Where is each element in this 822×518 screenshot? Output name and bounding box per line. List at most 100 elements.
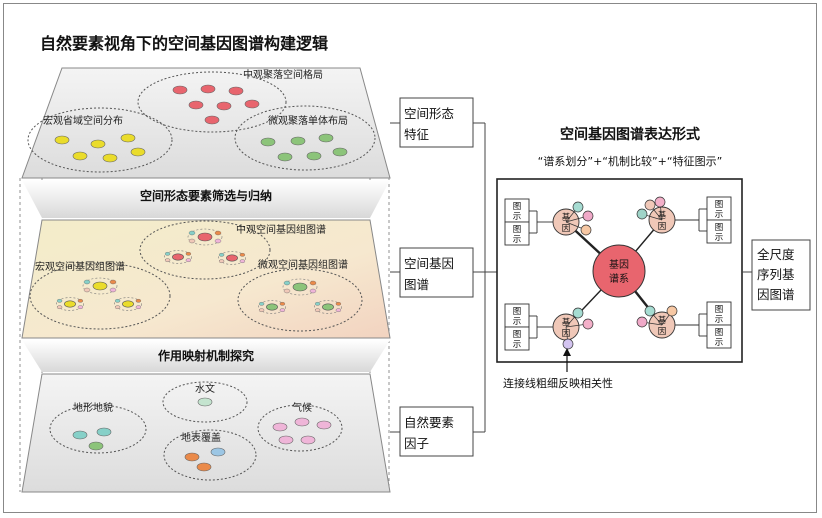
side-box-genome-line2: 图谱: [404, 277, 429, 292]
tushi-label-line2: 示: [513, 317, 522, 327]
cluster-ring: [187, 228, 223, 246]
dot-yellow: [102, 153, 118, 163]
side-box-natural-factors-line2: 因子: [404, 436, 429, 451]
center-node-label-line1: 基因: [609, 258, 629, 271]
cluster-satellite: [165, 258, 171, 263]
dot-green: [260, 137, 276, 147]
right-title: 空间基因图谱表达形式: [560, 126, 700, 143]
tushi-label-line2: 示: [715, 315, 724, 325]
group-macro-genome: [29, 262, 171, 330]
cluster-ring: [82, 277, 118, 295]
dot-landcover: [184, 452, 200, 462]
cluster-satellite: [309, 288, 317, 294]
cluster-core: [292, 282, 308, 292]
cluster-ring: [114, 297, 142, 311]
satellite-node: [636, 316, 648, 328]
satellite-node: [654, 196, 666, 208]
group-climate: [257, 404, 343, 452]
cluster-satellite: [259, 301, 265, 306]
cluster-satellite: [109, 279, 117, 285]
main-title: 自然要素视角下的空间基因图谱构建逻辑: [40, 34, 328, 53]
gene-node-label-line1: 基: [658, 210, 667, 221]
tushi-box: [504, 221, 530, 246]
label-hydrology: 水文: [195, 382, 215, 395]
side-box-full-scale: [751, 239, 811, 311]
cluster-satellite: [114, 298, 121, 303]
cluster-satellite: [315, 308, 321, 313]
tushi-label-line2: 示: [715, 338, 724, 348]
group-meso-genome: [139, 220, 271, 280]
gene-node-label-line1: 基: [562, 317, 571, 328]
cluster-satellite: [279, 301, 286, 306]
dot-climate: [316, 420, 332, 430]
label-macro-distribution: 宏观省域空间分布: [43, 114, 123, 127]
tushi-label-line1: 图: [715, 328, 724, 338]
side-box-natural-factors-line1: 自然要素: [404, 415, 454, 430]
side-box-natural-factors: [399, 406, 474, 457]
gene-node-label-line2: 因: [658, 222, 667, 232]
tushi-box: [504, 326, 530, 351]
dot-green: [277, 152, 293, 162]
cluster-core: [226, 254, 238, 262]
cluster-satellite: [56, 298, 63, 303]
center-node-label-line2: 谱系: [609, 272, 629, 285]
cluster-satellite: [315, 301, 321, 306]
tushi-label-line1: 图: [715, 200, 724, 210]
tushi-label-line2: 示: [513, 340, 522, 350]
dot-red: [200, 84, 216, 94]
side-box-full-scale-line1: 全尺度: [757, 247, 795, 262]
dot-yellow: [54, 135, 70, 145]
group-landcover: [163, 429, 257, 481]
satellite-node: [582, 318, 594, 330]
satellite-node: [580, 224, 592, 236]
cluster-satellite: [279, 308, 286, 313]
dot-climate: [278, 435, 294, 445]
side-box-full-scale-line2: 序列基: [757, 267, 795, 282]
dot-green: [306, 151, 322, 161]
cluster-satellite: [283, 280, 291, 286]
cluster-satellite: [335, 301, 342, 306]
satellite-node: [644, 199, 656, 211]
label-micro-layout: 微观聚落单体布局: [268, 114, 348, 127]
dot-terrain: [96, 427, 112, 437]
satellite-node: [562, 338, 574, 350]
tushi-label-line2: 示: [513, 212, 522, 222]
gene-node-label-line2: 因: [658, 327, 667, 337]
dot-yellow: [90, 139, 106, 149]
cluster-ring: [56, 297, 84, 311]
tushi-box: [706, 219, 732, 244]
cluster-satellite: [83, 279, 91, 285]
gene-node-label-line1: 基: [562, 212, 571, 223]
gene-node-label-line2: 因: [562, 329, 571, 339]
group-micro-layout: [234, 105, 376, 171]
side-box-genome-line1: 空间基因: [404, 256, 454, 271]
group-micro-genome: [237, 268, 363, 332]
satellite-node: [572, 307, 584, 319]
dot-yellow: [72, 151, 88, 161]
plane-top: [21, 67, 391, 179]
cluster-satellite: [77, 298, 84, 303]
tushi-label-line1: 图: [715, 305, 724, 315]
dot-red: [172, 85, 188, 95]
group-meso-layout: [137, 71, 287, 133]
label-macro-genome: 宏观空间基因组图谱: [35, 260, 125, 273]
cluster-ring: [218, 251, 246, 265]
side-box-full-scale-line3: 因图谱: [757, 287, 795, 302]
cluster-satellite: [214, 238, 222, 244]
label-landcover: 地表覆盖: [181, 431, 221, 444]
dot-green: [332, 147, 348, 157]
tushi-label-line1: 图: [715, 223, 724, 233]
cluster-ring: [314, 300, 342, 314]
tushi-label-line2: 示: [715, 233, 724, 243]
satellite-node: [572, 201, 584, 213]
gene-node-label-line2: 因: [562, 224, 571, 234]
cluster-satellite: [214, 230, 222, 236]
side-box-spatial-form-line2: 特征: [404, 127, 430, 142]
side-box-spatial-form: [399, 97, 474, 148]
label-meso-genome: 中观空间基因组图谱: [236, 223, 326, 236]
band-filter-label: 空间形态要素筛选与归纳: [140, 188, 272, 203]
layer3-dots: [72, 397, 332, 472]
note-line-thickness: 连接线粗细反映相关性: [503, 376, 613, 390]
